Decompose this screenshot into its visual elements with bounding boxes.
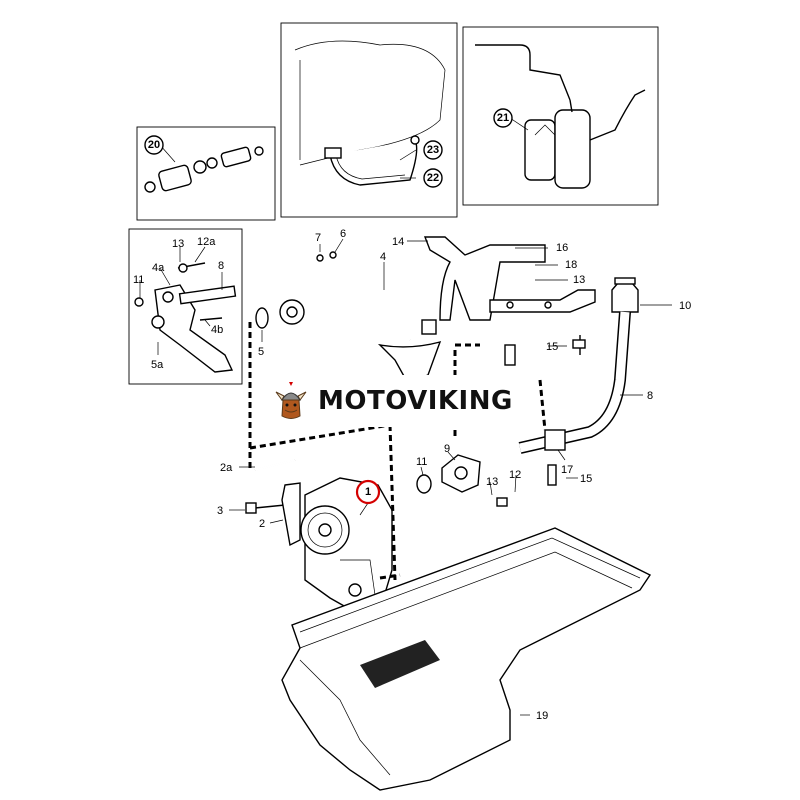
bolts bbox=[245, 335, 586, 514]
callout-18: 18 bbox=[565, 259, 577, 271]
callout-4b: 4b bbox=[211, 324, 223, 336]
callout-23: 23 bbox=[423, 140, 443, 160]
callout-21: 21 bbox=[493, 108, 513, 128]
inset-frame-4a-5a bbox=[128, 228, 243, 385]
callout-label: 1 bbox=[365, 486, 371, 498]
callout-10: 10 bbox=[679, 300, 691, 312]
callout-20: 20 bbox=[144, 135, 164, 155]
callout-15a: 15 bbox=[546, 341, 558, 353]
callout-4: 4 bbox=[380, 251, 386, 263]
callout-16: 16 bbox=[556, 242, 568, 254]
bracket-14 bbox=[423, 236, 596, 321]
inset-frame-20 bbox=[136, 126, 276, 221]
callout-11a: 11 bbox=[133, 274, 144, 286]
inset-20-parts bbox=[144, 146, 264, 193]
callout-19: 19 bbox=[536, 710, 548, 722]
callout-13b: 13 bbox=[573, 274, 585, 286]
callout-circle bbox=[144, 135, 164, 155]
callout-1-highlighted: 1 bbox=[355, 479, 381, 505]
callout-15b: 15 bbox=[580, 473, 592, 485]
callout-13c: 13 bbox=[486, 476, 498, 488]
brand-name: MOTOVIKING bbox=[318, 386, 513, 416]
callout-2: 2 bbox=[259, 518, 265, 530]
inset-21-parts bbox=[475, 44, 646, 189]
gasket-2 bbox=[281, 482, 301, 547]
inset-frame-21 bbox=[462, 26, 659, 206]
callout-5a: 5a bbox=[151, 359, 164, 371]
callout-label: 22 bbox=[427, 172, 439, 184]
inset-frame-22-23 bbox=[280, 22, 458, 218]
callout-8b: 8 bbox=[647, 390, 653, 402]
viking-helmet-icon bbox=[275, 382, 307, 419]
rubber-mount-10 bbox=[611, 277, 639, 313]
inset-22-23-parts bbox=[294, 40, 446, 186]
callout-13a: 13 bbox=[172, 238, 184, 250]
inset-4a-5a-parts bbox=[134, 262, 237, 373]
callout-11b: 11 bbox=[416, 456, 427, 468]
callout-8a: 8 bbox=[218, 260, 224, 272]
oil-sump-19 bbox=[281, 527, 652, 791]
callout-9: 9 bbox=[444, 443, 450, 455]
callout-5: 5 bbox=[258, 346, 264, 358]
highlight-circle bbox=[355, 479, 381, 505]
callout-12a: 12a bbox=[197, 236, 216, 248]
callout-3: 3 bbox=[217, 505, 223, 517]
flange-9 bbox=[416, 454, 481, 494]
callout-label: 21 bbox=[497, 112, 509, 124]
callout-22: 22 bbox=[423, 168, 443, 188]
pressure-pipe-8 bbox=[518, 311, 631, 454]
callout-label: 20 bbox=[148, 139, 160, 151]
callout-4a: 4a bbox=[152, 262, 165, 274]
callout-2a: 2a bbox=[220, 462, 233, 474]
callout-label: 23 bbox=[427, 144, 439, 156]
suction-pipe-4 bbox=[255, 251, 442, 380]
callout-12: 12 bbox=[509, 469, 521, 481]
callout-7: 7 bbox=[315, 232, 321, 244]
callout-14: 14 bbox=[392, 236, 404, 248]
callout-17: 17 bbox=[561, 464, 573, 476]
leader-lines bbox=[139, 117, 672, 716]
watermark-logo: MOTOVIKING bbox=[262, 375, 534, 427]
callout-6: 6 bbox=[340, 228, 346, 240]
